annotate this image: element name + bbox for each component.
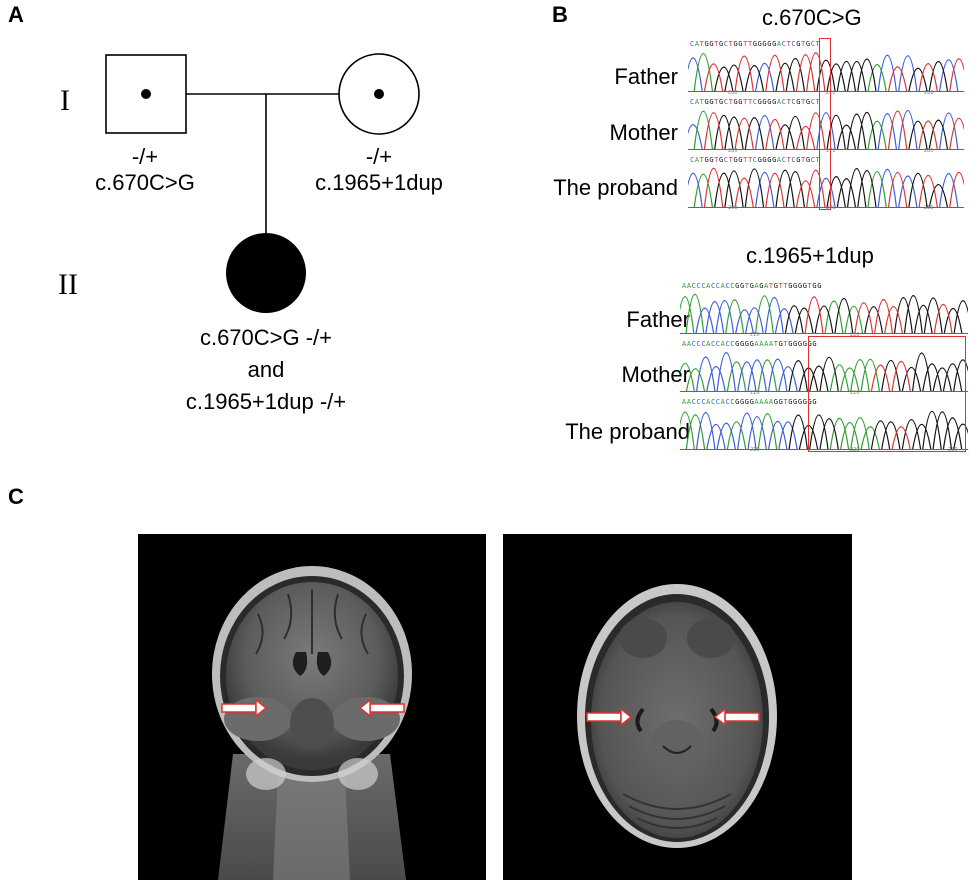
trace-peak-a [680, 294, 864, 334]
variant1-chromatograms: CATGGTGCTGGTTGGGGGACTCGTGCT CATGGTGCTGGT… [688, 38, 964, 211]
variant2-mother-trace [680, 352, 968, 392]
variant1-father-trace [688, 52, 964, 92]
coronal-left-arrow [221, 698, 268, 718]
variant1-tick: 280 [924, 148, 934, 154]
proband-symbol [226, 233, 306, 313]
panel-label-b: B [552, 2, 568, 27]
mother-carrier-dot [374, 89, 384, 99]
trace-peak-t [703, 52, 964, 92]
variant1-tick: 280 [924, 205, 934, 211]
trace-peak-a [693, 53, 887, 92]
variant1-father-label: Father [614, 64, 678, 89]
variant2-mother-label: Mother [621, 362, 690, 387]
variant2-father-bases: AACCCACCACCGGTGAGATGTTGGGGTGG [682, 282, 823, 290]
panel-label-c: C [8, 484, 24, 509]
trace-peak-g [714, 57, 949, 92]
variant1-title: c.670C>G [762, 5, 862, 30]
proband-variant-line1: c.670C>G -/+ [199, 325, 333, 350]
trace-peak-c [695, 352, 798, 392]
variant2-proband-trace [680, 411, 968, 450]
father-variant: c.670C>G [95, 170, 195, 195]
trace-peak-c [695, 297, 794, 334]
mother-variant: c.1965+1dup [315, 170, 443, 195]
trace-peak-c [688, 54, 959, 92]
variant2-father-trace [680, 294, 968, 334]
variant2-proband-bases: AACCCACCACCGGGGAAAAGGTGGGGGG [682, 398, 818, 406]
trace-peak-g [714, 168, 949, 208]
variant1-mother-trace [688, 110, 964, 150]
variant1-proband-bases: CATGGTGCTGGTTCGGGGACTCGTGCT [690, 156, 821, 164]
variant2-title: c.1965+1dup [746, 243, 874, 268]
variant2-tick: 220 [850, 390, 860, 396]
variant2-tick: 210 [750, 332, 760, 338]
variant2-tick: 210 [750, 390, 760, 396]
variant2-tick: 230 [948, 447, 958, 453]
variant1-tick: 260 [728, 205, 738, 211]
axial-right-arrow [713, 707, 760, 727]
variant2-tick: 220 [850, 332, 860, 338]
coronal-mri-image [138, 534, 486, 880]
proband-variant-line2: and [247, 357, 285, 382]
trace-peak-c [695, 412, 798, 450]
trace-peak-a [680, 411, 881, 450]
trace-peak-a [693, 110, 887, 150]
trace-peak-t [804, 296, 953, 334]
axial-mri-image [503, 534, 852, 880]
trace-peak-t [870, 360, 911, 392]
trace-peak-g [714, 112, 949, 150]
axial-mri-drawing [577, 584, 777, 848]
trace-peak-c [688, 169, 959, 208]
trace-peak-c [688, 110, 959, 150]
generation-2-label: II [58, 268, 78, 301]
father-carrier-dot [141, 89, 151, 99]
variant2-chromatograms: AACCCACCACCGGTGAGATGTTGGGGTGG AACCCACCAC… [680, 282, 968, 453]
variant2-tick: 220 [850, 447, 860, 453]
variant1-mother-bases: CATGGTGCTGGTTCGGGGACTCGTGCT [690, 98, 821, 106]
proband-variant-line3: c.1965+1dup -/+ [185, 389, 347, 414]
trace-peak-t [703, 110, 964, 150]
father-genotype: -/+ [131, 144, 159, 169]
trace-peak-a [680, 358, 881, 392]
mother-genotype: -/+ [365, 144, 393, 169]
generation-1-label: I [60, 84, 70, 117]
variant1-tick: 280 [924, 90, 934, 96]
variant1-father-bases: CATGGTGCTGGTTGGGGGACTCGTGCT [690, 40, 821, 48]
variant2-father-label: Father [626, 307, 690, 332]
variant1-tick: 260 [728, 90, 738, 96]
trace-peak-a [693, 171, 887, 208]
variant1-mother-label: Mother [609, 120, 678, 145]
variant1-proband-label: The proband [553, 175, 678, 200]
variant2-proband-label: The proband [565, 419, 690, 444]
variant2-mother-bases: AACCCACCACCGGGGAAAATGTGGGGGG [682, 340, 818, 348]
coronal-mri-drawing [212, 566, 412, 880]
panel-label-a: A [8, 2, 24, 27]
variant2-tick: 210 [750, 447, 760, 453]
axial-left-arrow [586, 707, 633, 727]
trace-peak-g [784, 295, 968, 334]
variant1-proband-trace [688, 168, 964, 208]
variant1-tick: 260 [728, 148, 738, 154]
pedigree-panel: I II -/+ c.670C>G -/+ c.1965+1dup c.670C… [0, 0, 540, 470]
trace-peak-t [703, 168, 964, 208]
variant2-highlight-box [808, 336, 966, 452]
coronal-right-arrow [358, 698, 405, 718]
trace-peak-t [891, 426, 911, 450]
pedigree-diagram [105, 53, 420, 313]
variant1-highlight-box [819, 38, 831, 210]
